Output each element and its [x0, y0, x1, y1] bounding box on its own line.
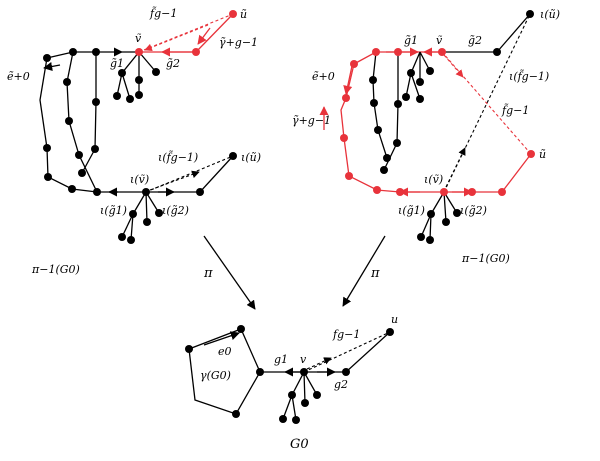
right-iota-f-label: ι(f̃g−1) — [509, 70, 549, 83]
projection-arrows: π π — [203, 235, 386, 310]
left-g2-tilde-label: g̃2 — [166, 57, 180, 70]
left-u-tilde-label: ũ — [240, 8, 247, 21]
left-f-tilde-label: f̃g−1 — [149, 7, 177, 20]
right-e0-tilde-label: ẽ+0 — [312, 70, 335, 83]
right-vertices — [340, 10, 535, 244]
base-v-label: v — [300, 353, 307, 366]
right-g1-tilde-label: g̃1 — [404, 34, 418, 47]
left-iota-v-label: ι(ṽ) — [130, 173, 149, 186]
left-iota-g1-label: ι(g̃1) — [100, 204, 127, 217]
left-v-tilde-label: ṽ — [135, 32, 142, 45]
right-iota-u-label: ι(ũ) — [540, 8, 560, 21]
base-caption: G0 — [290, 437, 309, 452]
base-g2-label: g2 — [334, 378, 348, 391]
right-pi-label: π — [370, 266, 380, 281]
right-iota-g2-label: ι(g̃2) — [460, 204, 487, 217]
left-graph: f̃g−1 ũ ṽ γ̃+g−1 g̃1 g̃2 ẽ+0 ι(f̃g−1) ι(… — [7, 7, 261, 276]
right-iota-v-label: ι(ṽ) — [424, 173, 443, 186]
left-iota-f-label: ι(f̃g−1) — [158, 151, 198, 164]
base-graph: u fg−1 e0 γ(G0) g1 v g2 G0 — [185, 313, 398, 452]
right-g2-tilde-label: g̃2 — [468, 34, 482, 47]
left-pi-label: π — [203, 266, 213, 281]
right-v-tilde-label: ṽ — [436, 34, 443, 47]
right-iota-g1-label: ι(g̃1) — [398, 204, 425, 217]
base-g1-label: g1 — [274, 353, 288, 366]
left-caption: π−1(G0) — [31, 263, 80, 276]
right-u-tilde-label: ũ — [539, 148, 546, 161]
right-f-tilde-label: f̃g−1 — [501, 104, 529, 117]
base-gamma-label: γ(G0) — [200, 369, 231, 382]
left-gamma-label: γ̃+g−1 — [219, 36, 258, 49]
base-e0-label: e0 — [218, 345, 232, 358]
left-e0-tilde-label: ẽ+0 — [7, 70, 30, 83]
left-vertices — [43, 10, 237, 244]
base-f-label: fg−1 — [332, 328, 360, 341]
left-iota-u-label: ι(ũ) — [241, 151, 261, 164]
left-iota-g2-label: ι(g̃2) — [162, 204, 189, 217]
base-vertices — [185, 325, 394, 424]
right-graph: ι(ũ) g̃1 ṽ g̃2 ẽ+0 ι(f̃g−1) f̃g−1 γ̃+g−1… — [292, 8, 560, 265]
left-g1-tilde-label: g̃1 — [110, 57, 124, 70]
base-u-label: u — [391, 313, 398, 326]
right-caption: π−1(G0) — [461, 252, 510, 265]
right-gamma-label: γ̃+g−1 — [292, 114, 331, 127]
